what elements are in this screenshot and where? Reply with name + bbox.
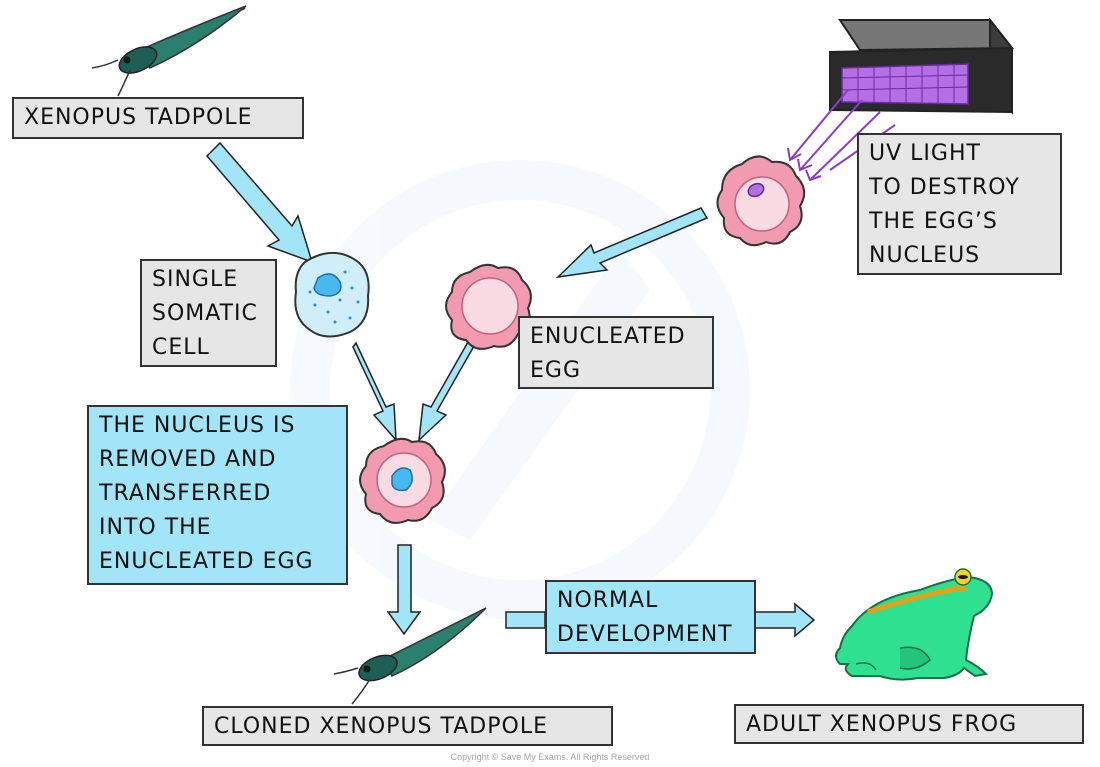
arrow-to-frog-head xyxy=(749,602,816,638)
cloned-tadpole-icon xyxy=(333,607,487,705)
xenopus-tadpole-icon xyxy=(91,5,247,97)
copyright-notice: Copyright © Save My Exams. All Rights Re… xyxy=(450,752,650,762)
label-cloned-xenopus-tadpole: CLONED XENOPUS TADPOLE xyxy=(202,706,613,746)
uv-lamp-icon xyxy=(829,17,1015,115)
label-enucleated-egg: ENUCLEATED EGG xyxy=(518,316,714,389)
label-normal-development: NORMAL DEVELOPMENT xyxy=(545,580,756,654)
egg-with-nucleus-icon xyxy=(716,155,806,247)
egg-with-transferred-nucleus-icon xyxy=(359,437,446,524)
arrow-enucleated-to-transfer xyxy=(418,340,475,442)
flow-arrows xyxy=(205,141,816,638)
arrow-transfer-to-cloned xyxy=(386,544,422,636)
label-single-somatic-cell: SINGLE SOMATIC CELL xyxy=(140,259,277,367)
arrow-to-frog xyxy=(505,611,546,629)
arrow-uv-egg-to-enucleated xyxy=(555,207,709,279)
label-adult-xenopus-frog: ADULT XENOPUS FROG xyxy=(734,704,1084,744)
label-xenopus-tadpole: XENOPUS TADPOLE xyxy=(12,97,304,139)
arrow-tadpole-to-somatic xyxy=(205,141,314,264)
enucleated-egg-icon xyxy=(445,263,532,350)
adult-frog-icon xyxy=(835,568,994,681)
label-uv-light: UV LIGHT TO DESTROY THE EGG’S NUCLEUS xyxy=(857,133,1062,275)
somatic-cell-icon xyxy=(294,251,370,338)
label-nucleus-transfer: THE NUCLEUS IS REMOVED AND TRANSFERRED I… xyxy=(87,405,348,585)
arrow-somatic-to-transfer xyxy=(352,341,397,443)
